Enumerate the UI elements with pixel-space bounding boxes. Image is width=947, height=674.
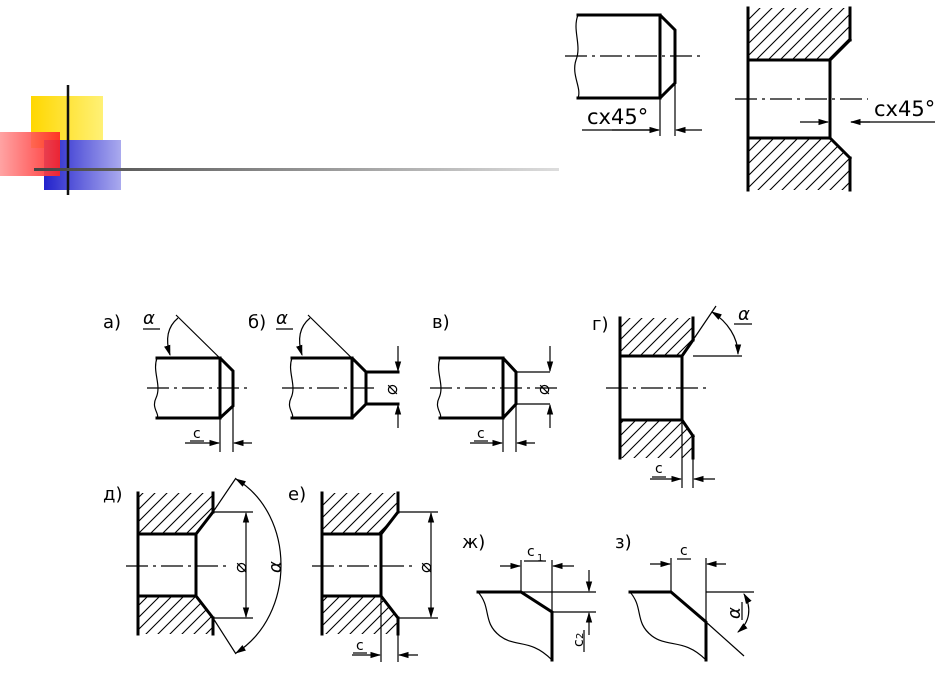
panel-b: б) α ⌀ bbox=[248, 308, 402, 428]
panel-z-c: c bbox=[680, 543, 688, 559]
panel-zh-c1-sub: 1 bbox=[537, 553, 543, 564]
panel-z: з) c α bbox=[615, 532, 754, 662]
decor-horizontal-line bbox=[34, 168, 559, 171]
panel-g-alpha: α bbox=[738, 304, 750, 325]
shaft-chamfer-label: cx45° bbox=[587, 105, 648, 129]
panel-a-letter: а) bbox=[103, 312, 121, 333]
panel-zh-c2-sub: 2 bbox=[575, 633, 586, 639]
panel-d-dia: ⌀ bbox=[230, 562, 251, 573]
slide-decoration bbox=[0, 85, 559, 195]
panel-e-letter: е) bbox=[288, 484, 306, 505]
panel-d-alpha: α bbox=[265, 561, 286, 573]
panel-e-c: c bbox=[356, 638, 364, 654]
hole-chamfer-label: cx45° bbox=[874, 97, 935, 121]
panel-v: в) ⌀ c bbox=[430, 312, 562, 452]
panel-zh-c1: c bbox=[527, 544, 535, 560]
panel-z-alpha: α bbox=[724, 607, 745, 619]
panel-z-letter: з) bbox=[615, 532, 632, 553]
panel-b-alpha: α bbox=[276, 308, 288, 329]
panel-zh-c2: c bbox=[571, 639, 587, 647]
panel-zh-letter: ж) bbox=[462, 532, 485, 553]
panel-a-alpha: α bbox=[143, 308, 155, 329]
shaft-chamfer-view: cx45° bbox=[565, 13, 702, 136]
panel-g-c: c bbox=[655, 461, 663, 477]
panel-d-letter: д) bbox=[103, 484, 122, 505]
panel-e: е) ⌀ c bbox=[288, 484, 438, 662]
panel-a: а) α c bbox=[103, 308, 252, 452]
panel-v-dia: ⌀ bbox=[533, 384, 554, 395]
panel-v-c: c bbox=[477, 426, 485, 442]
panel-zh: ж) c 1 c 2 bbox=[462, 532, 596, 662]
panel-b-letter: б) bbox=[248, 312, 266, 333]
panel-g: г) α c bbox=[592, 304, 752, 488]
panel-e-dia: ⌀ bbox=[415, 562, 436, 573]
panel-a-c: c bbox=[193, 426, 201, 442]
panel-b-dia: ⌀ bbox=[381, 384, 402, 395]
panel-d: д) ⌀ α bbox=[103, 477, 286, 655]
panel-v-letter: в) bbox=[432, 312, 450, 333]
hole-chamfer-view: cx45° bbox=[735, 6, 935, 192]
panel-g-letter: г) bbox=[592, 314, 608, 335]
